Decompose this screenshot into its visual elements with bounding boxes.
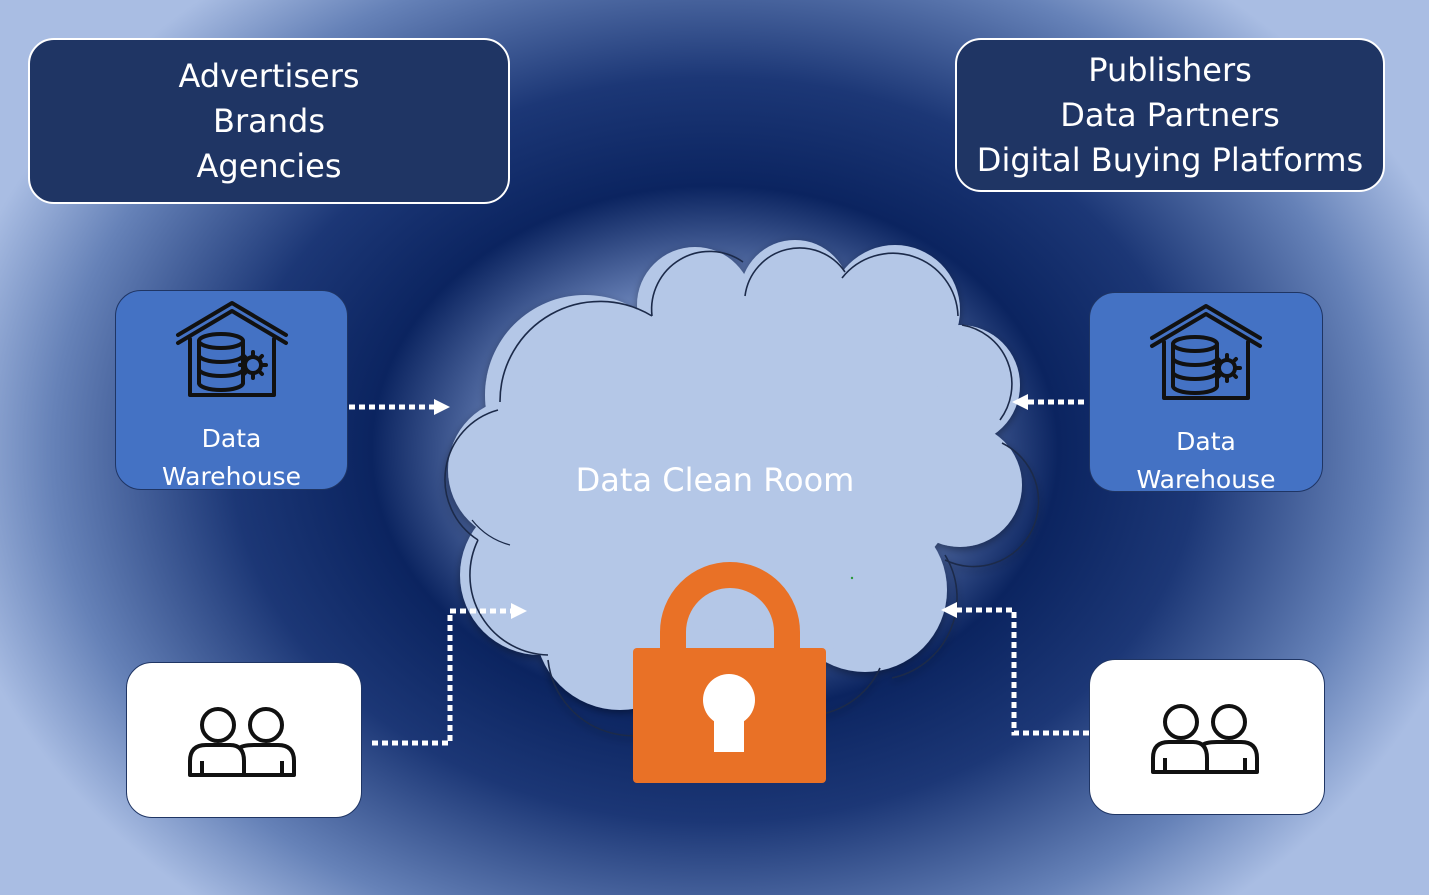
group-line-publishers: Publishers	[1088, 50, 1252, 89]
warehouse-label-line1: Data	[1176, 427, 1236, 456]
right-users-box	[1089, 659, 1325, 815]
users-icon	[188, 707, 296, 777]
group-line-digital-buying-platforms: Digital Buying Platforms	[976, 140, 1364, 179]
right-data-warehouse-box: Data Warehouse	[1089, 292, 1323, 492]
group-line-data-partners: Data Partners	[1060, 95, 1280, 134]
arrowhead-right-users	[941, 602, 957, 618]
warehouse-label-line2: Warehouse	[162, 462, 301, 490]
group-line-agencies: Agencies	[196, 146, 342, 185]
connector-arrowheads	[434, 394, 1028, 619]
green-dot-artifact	[850, 576, 854, 580]
warehouse-label-line1: Data	[201, 424, 262, 453]
arrowhead-left-warehouse	[434, 399, 450, 415]
warehouse-label-line2: Warehouse	[1136, 465, 1276, 492]
users-icon	[1151, 704, 1259, 774]
group-line-brands: Brands	[213, 101, 325, 140]
connector-left-users	[372, 608, 512, 746]
arrowhead-right-warehouse	[1012, 394, 1028, 410]
data-clean-room-label: Data Clean Room	[575, 461, 855, 499]
advertisers-group-box: Advertisers Brands Agencies	[28, 38, 510, 204]
left-users-box	[126, 662, 362, 818]
arrowhead-left-users	[511, 603, 527, 619]
group-line-advertisers: Advertisers	[178, 56, 360, 95]
left-data-warehouse-box: Data Warehouse	[115, 290, 348, 490]
connector-right-users	[956, 607, 1089, 736]
connector-lines	[349, 399, 1089, 746]
padlock-icon	[633, 562, 826, 783]
database-house-icon	[1150, 304, 1262, 400]
database-house-icon	[175, 301, 288, 397]
publishers-group-box: Publishers Data Partners Digital Buying …	[955, 38, 1385, 192]
